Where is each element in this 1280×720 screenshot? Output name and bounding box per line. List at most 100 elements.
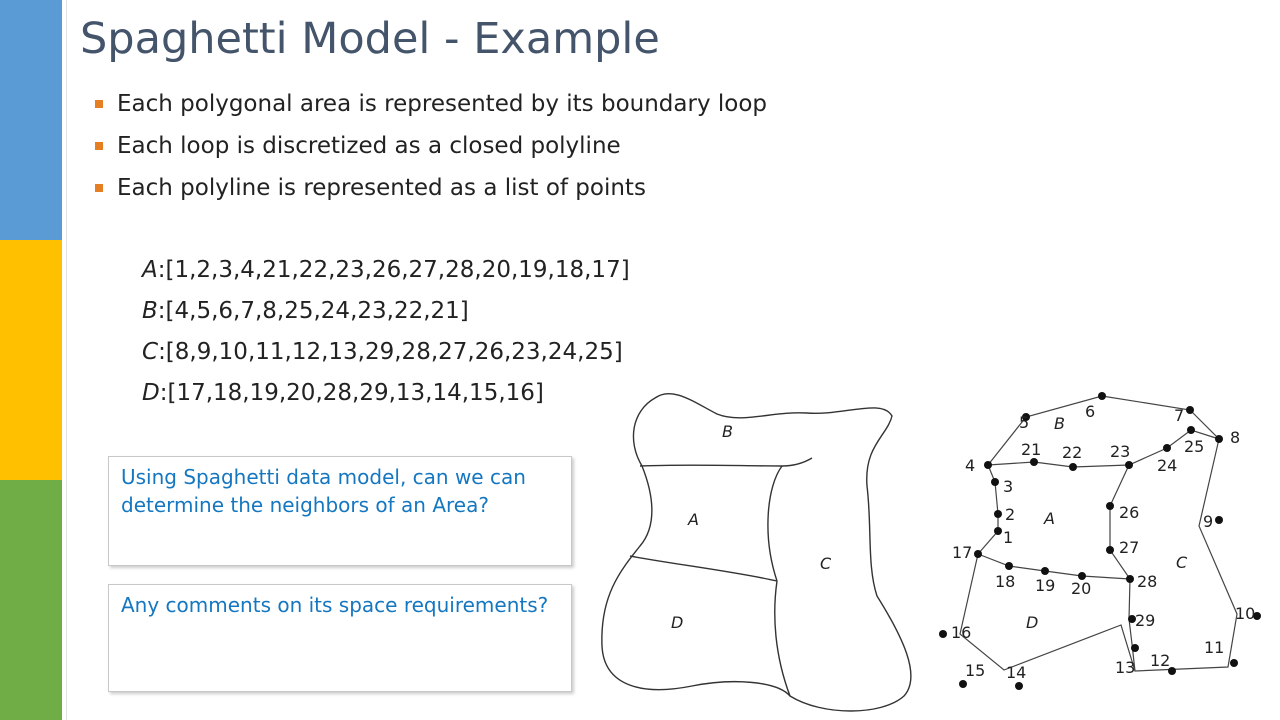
point-label: 6 [1085,402,1095,421]
bullet-item: Each polygonal area is represented by it… [92,86,767,128]
bullet-text: Each polyline is represented as a list o… [117,175,646,201]
point-graph-nodes [939,392,1261,690]
point-label: 21 [1021,440,1041,459]
boundary-c-d [774,580,791,697]
accent-divider [66,0,67,720]
point-label: 16 [951,623,971,642]
point-label: 12 [1150,651,1170,670]
accent-bar-green [0,480,62,720]
point-label: 10 [1235,604,1255,623]
point-29 [1128,615,1136,623]
point-15 [959,680,967,688]
point-26 [1106,502,1114,510]
point-5 [1022,413,1030,421]
point-label: 5 [1019,413,1029,432]
point-4 [984,461,992,469]
area-name: D [142,380,160,406]
point-label: 27 [1119,538,1139,557]
point-27 [1106,546,1114,554]
region-map [601,392,912,712]
region-labels: B A C D [671,422,832,632]
point-label: 22 [1062,443,1082,462]
point-6 [1098,392,1106,400]
point-label: 13 [1115,658,1135,677]
boundary-a-d [629,555,778,582]
bullet-item: Each loop is discretized as a closed pol… [92,128,767,170]
bullet-marker-icon [95,142,103,150]
point-label: 14 [1006,663,1026,682]
accent-bar-yellow [0,240,62,480]
point-17 [974,550,982,558]
point-21 [1030,458,1038,466]
point-20 [1078,572,1086,580]
boundary-a-b [639,457,813,467]
point-label: 19 [1035,576,1055,595]
question-box-space: Any comments on its space requirements? [108,584,572,692]
point-label: 18 [995,572,1015,591]
area-list-c: C:[8,9,10,11,12,13,29,28,27,26,23,24,25] [142,334,630,375]
point-14 [1015,682,1023,690]
point-28 [1126,575,1134,583]
point-23 [1125,461,1133,469]
question-box-neighbors: Using Spaghetti data model, can we can d… [108,456,572,566]
accent-bar-blue [0,0,62,240]
point-8 [1215,435,1223,443]
point-label: 20 [1071,579,1091,598]
bullet-marker-icon [95,100,103,108]
point-label: 3 [1003,477,1013,496]
area-list-b: B:[4,5,6,7,8,25,24,23,22,21] [142,293,630,334]
point-18 [1005,562,1013,570]
graph-region-label-d: D [1026,613,1038,632]
area-list-d: D:[17,18,19,20,28,29,13,14,15,16] [142,375,630,416]
area-points: :[8,9,10,11,12,13,29,28,27,26,23,24,25] [158,339,623,365]
point-11 [1230,659,1238,667]
point-10 [1253,612,1261,620]
point-label: 17 [952,543,972,562]
point-label: 28 [1137,572,1157,591]
point-graph-region-labels: B A C D [1026,414,1188,632]
area-points: :[17,18,19,20,28,29,13,14,15,16] [159,380,544,406]
region-map-outline [601,392,912,712]
point-25 [1187,426,1195,434]
point-label: 26 [1119,503,1139,522]
bullet-item: Each polyline is represented as a list o… [92,170,767,212]
point-label: 25 [1184,437,1204,456]
area-name: B [142,298,158,324]
point-label: 11 [1204,638,1224,657]
boundary-a-c [767,465,783,582]
point-label: 23 [1110,442,1130,461]
region-label-a: A [687,510,699,529]
point-12 [1168,667,1176,675]
point-24 [1163,444,1171,452]
point-label: 15 [965,661,985,680]
point-22 [1069,463,1077,471]
point-1 [994,527,1002,535]
graph-region-label-a: A [1043,509,1055,528]
area-name: C [142,339,159,365]
point-label: 29 [1135,611,1155,630]
region-label-d: D [671,613,683,632]
point-label: 8 [1230,428,1240,447]
bullet-list: Each polygonal area is represented by it… [92,86,767,212]
region-label-c: C [820,554,832,573]
point-3 [991,478,999,486]
point-label: 2 [1005,505,1015,524]
graph-region-label-b: B [1054,414,1065,433]
point-label: 9 [1203,512,1213,531]
point-label: 7 [1174,406,1184,425]
edge-path-ac [1109,464,1136,672]
area-points: :[1,2,3,4,21,22,23,26,27,28,20,19,18,17] [157,257,630,283]
bullet-marker-icon [95,184,103,192]
point-16 [939,630,947,638]
bullet-text: Each polygonal area is represented by it… [117,91,768,117]
slide-title: Spaghetti Model - Example [80,14,660,64]
point-graph-labels: 1 2 3 4 5 6 7 8 9 10 11 12 13 14 15 16 1… [951,402,1255,682]
point-13 [1131,644,1139,652]
area-name: A [142,257,158,283]
area-point-lists: A:[1,2,3,4,21,22,23,26,27,28,20,19,18,17… [142,252,630,416]
area-points: :[4,5,6,7,8,25,24,23,22,21] [157,298,469,324]
region-label-b: B [722,422,733,441]
point-2 [994,510,1002,518]
point-label: 1 [1003,528,1013,547]
point-19 [1041,567,1049,575]
